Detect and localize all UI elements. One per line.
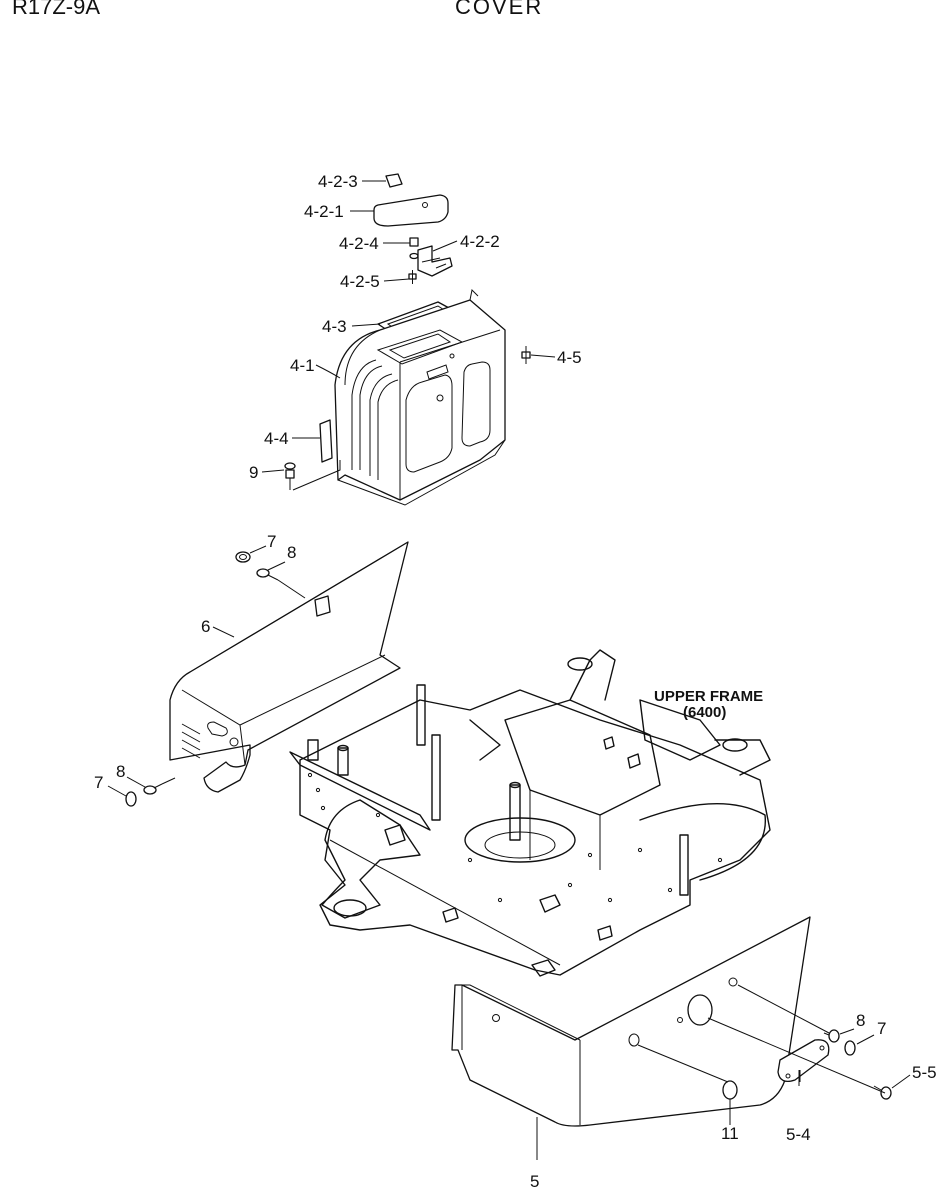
callout-4-2-4: 4-2-4 <box>339 234 379 253</box>
callout-4-3: 4-3 <box>322 317 347 336</box>
upper-frame-code: (6400) <box>683 704 726 721</box>
damper-4-2-4 <box>409 237 419 260</box>
clip-4-2-3 <box>385 173 403 188</box>
upper-frame-label: UPPER FRAME <box>654 688 763 705</box>
callout-4-2-5: 4-2-5 <box>340 272 380 291</box>
callout-4-2-2: 4-2-2 <box>460 232 500 251</box>
plate-5-4 <box>777 1039 830 1083</box>
washer-7-lower <box>125 791 137 807</box>
callout-8-right: 8 <box>856 1011 865 1030</box>
bolt-8-upper <box>256 568 279 581</box>
side-cover-6 <box>169 541 409 793</box>
leader-lines <box>107 180 911 1160</box>
model-code: R17Z-9A <box>12 0 101 19</box>
callout-7-upper: 7 <box>267 532 276 551</box>
bolt-8-lower <box>143 783 163 795</box>
callout-5-5: 5-5 <box>912 1063 937 1082</box>
callout-4-2-1: 4-2-1 <box>304 202 344 221</box>
callout-4-1: 4-1 <box>290 356 315 375</box>
washer-7-upper <box>235 551 251 563</box>
washer-7-right <box>844 1040 856 1056</box>
callout-11: 11 <box>721 1124 739 1143</box>
lower-cover-5 <box>451 916 811 1127</box>
callout-8-lower: 8 <box>116 762 125 781</box>
bolt-9 <box>284 462 296 490</box>
callout-9: 9 <box>249 463 258 482</box>
callout-7-right: 7 <box>877 1019 886 1038</box>
bracket-4-2-2 <box>417 245 453 277</box>
bolt-4-5 <box>521 346 531 364</box>
grommet-11 <box>722 1080 738 1100</box>
lid-4-2-1 <box>373 194 449 227</box>
upper-frame-drawing <box>289 649 771 977</box>
callout-5-4: 5-4 <box>786 1125 811 1144</box>
header-title: COVER <box>455 0 544 19</box>
callout-4-2-3: 4-2-3 <box>318 172 358 191</box>
callout-4-5: 4-5 <box>557 348 582 367</box>
callout-8-upper: 8 <box>287 543 296 562</box>
bolt-5-5 <box>873 1085 892 1100</box>
callout-6: 6 <box>201 617 210 636</box>
bolt-4-2-5 <box>408 270 417 284</box>
callout-labels: 4-2-3 4-2-1 4-2-4 4-2-2 4-2-5 4-3 4-5 4-… <box>94 172 937 1191</box>
callout-7-lower: 7 <box>94 773 103 792</box>
bolt-8-right <box>823 1029 840 1043</box>
cover-4-1 <box>334 288 506 506</box>
callout-5: 5 <box>530 1172 539 1191</box>
cushion-4-4 <box>319 419 333 463</box>
callout-4-4: 4-4 <box>264 429 289 448</box>
